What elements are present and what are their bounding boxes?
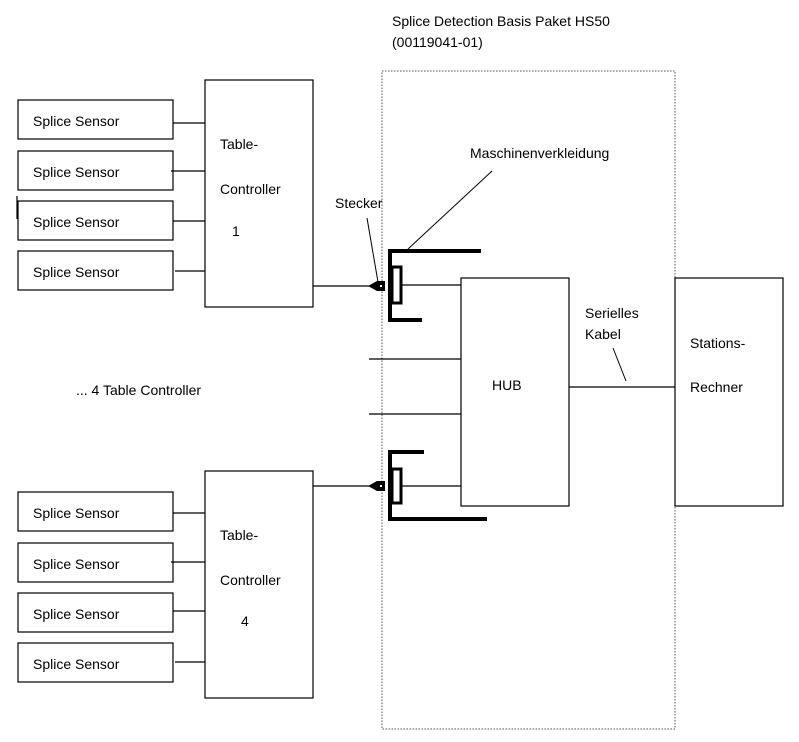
station-label-line1: Stations-: [690, 335, 746, 351]
plug-label: Stecker: [335, 195, 383, 211]
plug-icon: [368, 481, 385, 491]
more-controllers-label: ... 4 Table Controller: [76, 382, 201, 398]
serial-cable-label-line2: Kabel: [585, 326, 621, 342]
controller-group-1: Splice Sensor Splice Sensor Splice Senso…: [17, 80, 370, 307]
plug-icon: [368, 281, 385, 291]
socket: [392, 267, 401, 303]
splice-sensor-label: Splice Sensor: [33, 264, 120, 280]
splice-sensor-label: Splice Sensor: [33, 214, 120, 230]
controller-label-line2: Controller: [220, 181, 281, 197]
controller-number: 4: [241, 613, 249, 629]
housing-label: Maschinenverkleidung: [470, 145, 609, 161]
controller-number: 1: [232, 223, 240, 239]
splice-sensor-label: Splice Sensor: [33, 505, 120, 521]
controller-label-line2: Controller: [220, 572, 281, 588]
controller-label-line1: Table-: [220, 136, 258, 152]
housing-leader: [408, 171, 492, 249]
serial-cable-leader: [613, 348, 626, 381]
station-label-line2: Rechner: [690, 379, 743, 395]
package-number: (00119041-01): [392, 34, 483, 50]
plug-leader: [367, 218, 378, 282]
controller-label-line1: Table-: [220, 527, 258, 543]
splice-sensor-label: Splice Sensor: [33, 556, 120, 572]
splice-sensor-label: Splice Sensor: [33, 164, 120, 180]
splice-sensor-label: Splice Sensor: [33, 113, 120, 129]
package-title: Splice Detection Basis Paket HS50: [392, 13, 610, 29]
splice-sensor-label: Splice Sensor: [33, 606, 120, 622]
splice-sensor-label: Splice Sensor: [33, 656, 120, 672]
socket: [392, 469, 401, 503]
hub-label: HUB: [492, 377, 522, 393]
serial-cable-label-line1: Serielles: [585, 305, 639, 321]
controller-group-4: Splice Sensor Splice Sensor Splice Senso…: [18, 471, 370, 698]
